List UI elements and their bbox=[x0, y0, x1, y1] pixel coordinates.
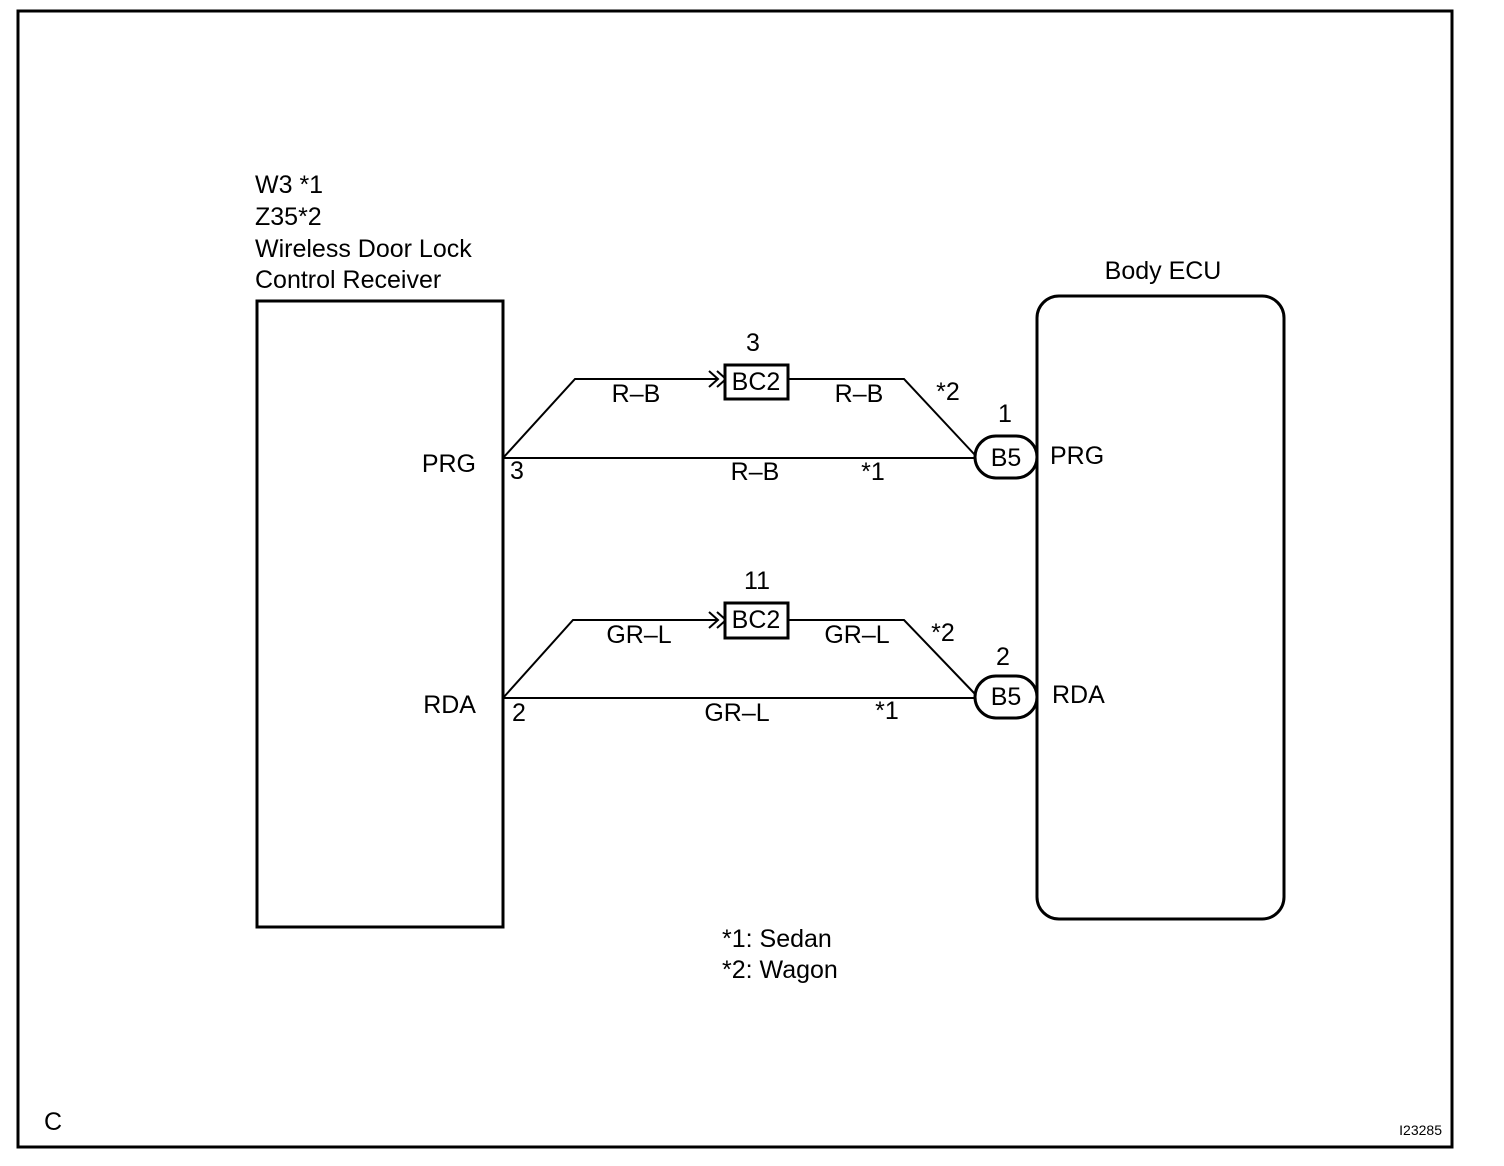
prg-ecu-connector-label: B5 bbox=[991, 444, 1022, 472]
receiver-pin-rda-label: RDA bbox=[423, 691, 476, 719]
body-ecu-component: Body ECU 1 PRG 2 RDA bbox=[996, 257, 1286, 921]
rda-junction-connector bbox=[723, 601, 790, 640]
rda-sedan-note: *1 bbox=[875, 697, 899, 725]
ecu-box bbox=[1035, 294, 1286, 921]
receiver-pin-prg-number: 3 bbox=[510, 457, 524, 485]
receiver-component: W3 *1 Z35*2 Wireless Door Lock Control R… bbox=[255, 171, 526, 929]
rda-wagon-left-color: GR–L bbox=[606, 621, 671, 649]
prg-junction-label: BC2 bbox=[732, 368, 781, 396]
receiver-code-line2: Z35*2 bbox=[255, 203, 322, 231]
prg-wagon-note: *2 bbox=[936, 378, 960, 406]
ecu-pin-prg-number: 1 bbox=[998, 400, 1012, 428]
prg-wagon-wire-right bbox=[788, 378, 976, 456]
corner-letter: C bbox=[44, 1108, 62, 1136]
receiver-name-line2: Control Receiver bbox=[255, 266, 441, 294]
prg-circuit: BC2 3 R–B R–B *2 R–B *1 B5 bbox=[502, 329, 1039, 486]
figure-id: I23285 bbox=[1399, 1122, 1442, 1138]
ecu-pin-prg-label: PRG bbox=[1050, 442, 1104, 470]
rda-wagon-wire-right bbox=[788, 619, 976, 695]
prg-junction-arrow bbox=[708, 370, 720, 388]
receiver-code-line1: W3 *1 bbox=[255, 171, 323, 199]
rda-ecu-connector-label: B5 bbox=[991, 683, 1022, 711]
rda-wagon-right-color: GR–L bbox=[824, 621, 889, 649]
prg-sedan-color: R–B bbox=[731, 458, 780, 486]
rda-wagon-note: *2 bbox=[931, 619, 955, 647]
prg-ecu-connector bbox=[973, 434, 1039, 480]
prg-wagon-wire-left bbox=[502, 378, 718, 459]
ecu-pin-rda-label: RDA bbox=[1052, 681, 1105, 709]
legend: *1: Sedan *2: Wagon bbox=[722, 925, 838, 984]
receiver-pin-prg-label: PRG bbox=[422, 450, 476, 478]
legend-line-wagon: *2: Wagon bbox=[722, 956, 838, 984]
rda-ecu-connector bbox=[973, 674, 1039, 720]
prg-wagon-right-color: R–B bbox=[835, 380, 884, 408]
rda-sedan-color: GR–L bbox=[704, 699, 769, 727]
rda-wagon-wire-left bbox=[502, 619, 718, 699]
prg-junction-pin: 3 bbox=[746, 329, 760, 357]
receiver-name-line1: Wireless Door Lock bbox=[255, 235, 472, 263]
prg-sedan-note: *1 bbox=[861, 458, 885, 486]
rda-circuit: BC2 11 GR–L GR–L *2 GR–L *1 B5 bbox=[502, 567, 1039, 727]
rda-junction-pin: 11 bbox=[744, 567, 770, 595]
rda-junction-arrow bbox=[708, 611, 720, 629]
prg-junction-connector bbox=[723, 363, 790, 401]
diagram-frame bbox=[16, 9, 1454, 1149]
ecu-title: Body ECU bbox=[1105, 257, 1222, 285]
rda-junction-label: BC2 bbox=[732, 606, 781, 634]
receiver-pin-rda-number: 2 bbox=[512, 699, 526, 727]
receiver-box bbox=[255, 299, 505, 929]
ecu-pin-rda-number: 2 bbox=[996, 643, 1010, 671]
prg-wagon-left-color: R–B bbox=[612, 380, 661, 408]
legend-line-sedan: *1: Sedan bbox=[722, 925, 832, 953]
